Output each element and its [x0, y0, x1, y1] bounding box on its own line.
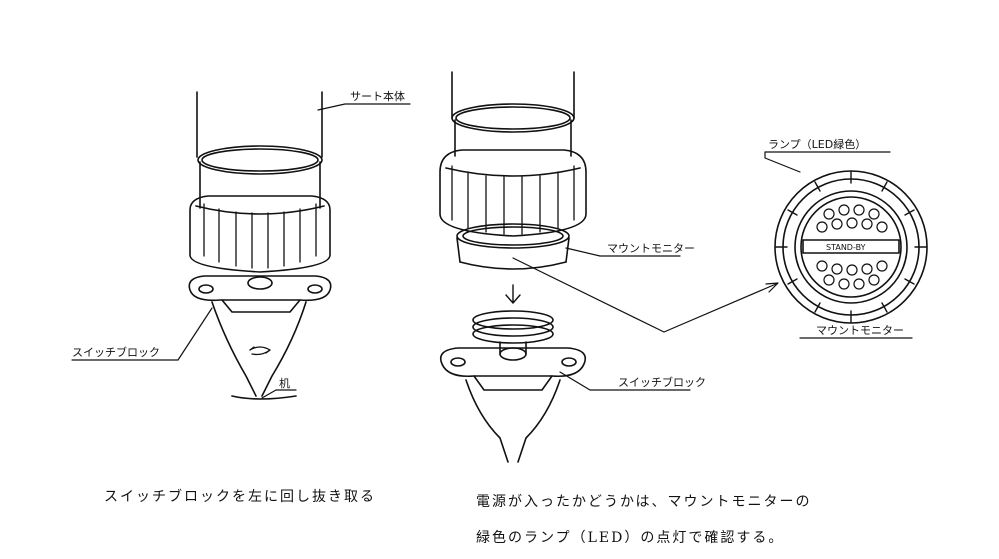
monitor-top-view — [764, 151, 928, 339]
center-assembly — [439, 71, 779, 463]
label-mount-monitor-center: マウントモニター — [607, 242, 695, 255]
label-desk: 机 — [279, 376, 290, 390]
label-mount-monitor-right: マウントモニター — [816, 324, 904, 337]
label-standby: STAND-BY — [826, 243, 866, 252]
left-assembly — [71, 91, 411, 400]
caption-right-line2: 緑色のランプ（LED）の点灯で確認する。 — [476, 530, 785, 546]
label-switch-block-right: スイッチブロック — [618, 375, 706, 389]
caption-right-line1: 電源が入ったかどうかは、マウントモニターの — [476, 494, 812, 510]
label-lamp-led: ランプ（LED緑色） — [768, 137, 866, 151]
caption-left: スイッチブロックを左に回し抜き取る — [104, 489, 376, 505]
label-switch-block-left: スイッチブロック — [72, 345, 160, 359]
label-sart-body: サート本体 — [350, 89, 405, 103]
